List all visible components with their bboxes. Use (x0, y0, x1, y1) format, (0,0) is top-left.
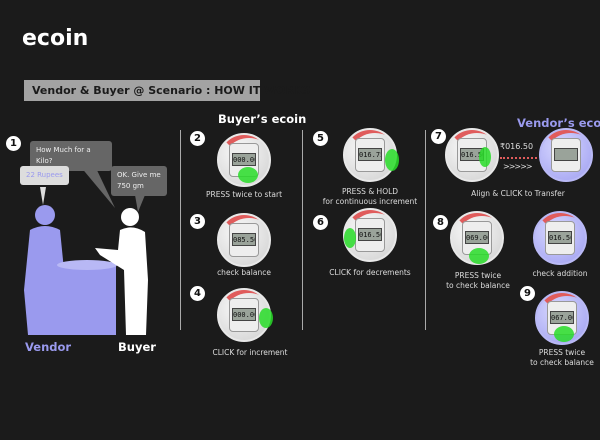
caption-line: PRESS twice (454, 271, 502, 280)
vendor-ecoin-device: 016.50 (533, 211, 587, 265)
lcd-display: 000.00 (232, 153, 256, 166)
buyer-ecoin-device: 085.50 (217, 213, 271, 267)
vendor-buyer-illustration (24, 166, 148, 335)
buyer-heading: Buyer’s ecoin (218, 112, 307, 126)
step-number: 7 (431, 129, 446, 144)
lcd-display: 016.75 (358, 148, 382, 161)
divider (425, 130, 426, 330)
step-number: 4 (190, 286, 205, 301)
divider (180, 130, 181, 330)
step-number: 5 (313, 131, 328, 146)
lcd-display: 016.50 (358, 228, 382, 241)
step-number: 3 (190, 214, 205, 229)
answer-bubble: OK. Give me 750 gm (111, 166, 167, 196)
caption: Align & CLICK to Transfer (471, 189, 565, 198)
caption-line: for continuous increment (322, 197, 418, 206)
touch-indicator (259, 308, 273, 328)
caption-line: to check balance (446, 281, 510, 290)
divider (302, 130, 303, 330)
lcd-display: 085.50 (232, 233, 256, 246)
lcd-display: 067.00 (550, 311, 574, 324)
touch-indicator (344, 228, 356, 248)
step-number: 6 (313, 215, 328, 230)
caption: PRESS twice to start (205, 190, 283, 199)
buyer-ecoin-device: 016.50 (343, 208, 397, 262)
buyer-ecoin-device: 000.00 (217, 288, 271, 342)
vendor-ecoin-device: 067.00 (535, 291, 589, 345)
caption-line: to check balance (530, 358, 594, 367)
caption: check addition (532, 269, 588, 278)
touch-indicator (385, 149, 399, 171)
vendor-label: Vendor (25, 340, 72, 354)
lcd-display: 016.50 (548, 231, 572, 244)
caption-line: PRESS & HOLD (341, 187, 399, 196)
answer-line: 750 gm (117, 182, 144, 190)
scenario-banner: Vendor & Buyer @ Scenario : HOW IT WORKS (24, 80, 311, 101)
buyer-silhouette (95, 208, 148, 335)
touch-indicator (469, 248, 489, 264)
transfer-arrows: >>>>> (503, 162, 532, 171)
caption: CLICK for increment (212, 348, 288, 357)
step-number: 2 (190, 131, 205, 146)
vendor-heading: Vendor’s ecoin (517, 116, 600, 130)
transfer-amount: ₹016.50 (500, 142, 534, 151)
lcd-display: 069.00 (465, 231, 489, 244)
app-title: ecoin (22, 26, 89, 51)
transfer-line (500, 157, 537, 159)
answer-line: OK. Give me (117, 171, 161, 179)
vendor-ecoin-device (539, 128, 593, 182)
step-number: 1 (6, 136, 21, 151)
caption-line: PRESS twice (538, 348, 586, 357)
touch-indicator (479, 147, 491, 167)
price-bubble: 22 Rupees (20, 166, 69, 185)
lcd-display: 000.00 (232, 308, 256, 321)
vendor-silhouette (24, 205, 117, 335)
lcd-display (554, 148, 578, 161)
buyer-label: Buyer (118, 340, 156, 354)
caption: check balance (217, 268, 271, 277)
touch-indicator (554, 326, 574, 342)
step-number: 8 (433, 215, 448, 230)
lcd-display: 016.50 (460, 148, 484, 161)
caption: CLICK for decrements (329, 268, 411, 277)
step-number: 9 (520, 286, 535, 301)
touch-indicator (238, 167, 258, 183)
